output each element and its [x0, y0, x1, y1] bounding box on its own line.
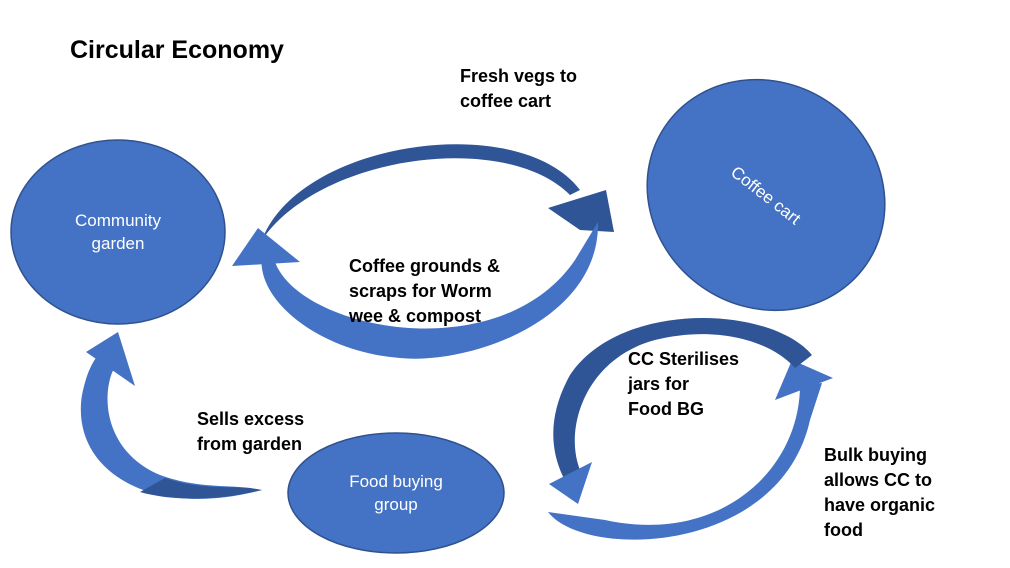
fresh-vegs-label: Fresh vegs to coffee cart: [460, 66, 578, 111]
food-buying-group-node: Food buying group: [287, 432, 505, 554]
coffee-grounds-arrowhead: [232, 228, 300, 266]
community-garden-node: Community garden: [10, 139, 226, 325]
coffee-cart-node: Coffee cart: [646, 78, 886, 312]
sells-excess-arrowhead: [86, 332, 135, 386]
community-garden-label-line2: garden: [92, 234, 145, 253]
sells-excess-arrow: [80, 345, 262, 499]
bulk-buying-arrowhead: [775, 360, 833, 400]
food-buying-group-label-line1: Food buying: [349, 472, 443, 491]
coffee-grounds-label: Coffee grounds & scraps for Worm wee & c…: [349, 256, 500, 326]
coffee-grounds-arrow: [261, 222, 599, 359]
sells-excess-label: Sells excess from garden: [197, 409, 305, 454]
fresh-vegs-arrowhead: [548, 190, 614, 232]
sells-excess-arrow-shade: [140, 478, 262, 499]
community-garden-label-line1: Community: [75, 211, 161, 230]
food-buying-group-label-line2: group: [374, 495, 417, 514]
upper-cycle-arrows: [232, 144, 614, 359]
bulk-buying-arrow: [548, 383, 822, 540]
left-arrow: [80, 332, 262, 499]
sterilises-arrowhead: [549, 462, 592, 504]
lower-cycle-arrows: [548, 317, 833, 540]
fresh-vegs-arrow: [262, 144, 580, 240]
bulk-buying-label: Bulk buying allows CC to have organic fo…: [824, 445, 936, 540]
page-title: Circular Economy: [70, 36, 284, 64]
cc-sterilises-label: CC Sterilises jars for Food BG: [628, 349, 740, 419]
